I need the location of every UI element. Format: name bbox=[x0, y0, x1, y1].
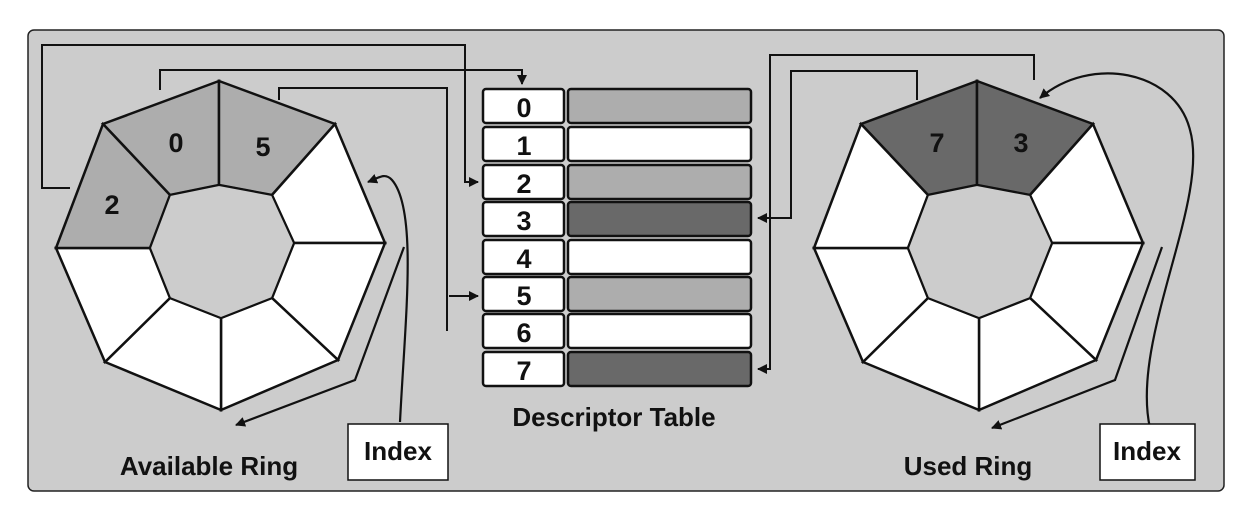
available-ring-label-5: 5 bbox=[255, 132, 270, 162]
descriptor-row-2: 2 bbox=[481, 163, 753, 201]
available-direction-arrow bbox=[235, 246, 406, 427]
descriptor-row-6: 6 bbox=[481, 312, 753, 350]
available-ring-hub bbox=[148, 183, 296, 320]
descriptor-table-title: Descriptor Table bbox=[512, 402, 715, 432]
descriptor-row-4: 4 bbox=[481, 238, 753, 276]
descriptor-index-6: 6 bbox=[516, 318, 531, 348]
descriptor-index-2: 2 bbox=[516, 169, 531, 199]
used-index-box bbox=[1099, 423, 1196, 481]
used-direction-arrow bbox=[991, 246, 1164, 430]
descriptor-row-7: 7 bbox=[481, 350, 753, 388]
used-ring-title: Used Ring bbox=[904, 451, 1033, 481]
descriptor-row-1: 1 bbox=[481, 125, 753, 163]
connector-avail-2-to-desc-2 bbox=[41, 44, 479, 189]
descriptor-index-5: 5 bbox=[516, 281, 531, 311]
available-index-arrow bbox=[367, 174, 409, 423]
connector-used-3-to-desc-3 bbox=[757, 70, 918, 223]
descriptor-row-3: 3 bbox=[481, 200, 753, 238]
used-ring: 7 3 bbox=[812, 79, 1145, 412]
descriptor-row-5: 5 bbox=[481, 275, 753, 313]
connector-used-7-to-desc-7 bbox=[757, 54, 1035, 374]
descriptor-table: 0 1 2 3 4 5 6 bbox=[481, 87, 753, 388]
descriptor-index-0: 0 bbox=[516, 93, 531, 123]
available-ring-label-2: 2 bbox=[104, 190, 119, 220]
descriptor-index-3: 3 bbox=[516, 206, 531, 236]
used-index-arrow bbox=[1039, 72, 1195, 429]
descriptor-row-0: 0 bbox=[481, 87, 753, 125]
available-ring: 0 5 2 bbox=[54, 79, 387, 412]
available-ring-title: Available Ring bbox=[120, 451, 298, 481]
available-index-label: Index bbox=[364, 436, 432, 466]
descriptor-index-7: 7 bbox=[516, 356, 531, 386]
used-ring-label-3: 3 bbox=[1013, 128, 1028, 158]
used-index-label: Index bbox=[1113, 436, 1181, 466]
descriptor-index-1: 1 bbox=[516, 131, 531, 161]
connector-avail-0-to-desc-0 bbox=[159, 69, 527, 90]
connector-avail-5-to-desc-5 bbox=[278, 87, 448, 331]
used-ring-hub bbox=[906, 183, 1054, 320]
descriptor-index-4: 4 bbox=[516, 244, 531, 274]
available-index-box bbox=[347, 423, 449, 481]
available-ring-label-0: 0 bbox=[168, 128, 183, 158]
used-ring-label-7: 7 bbox=[929, 128, 944, 158]
